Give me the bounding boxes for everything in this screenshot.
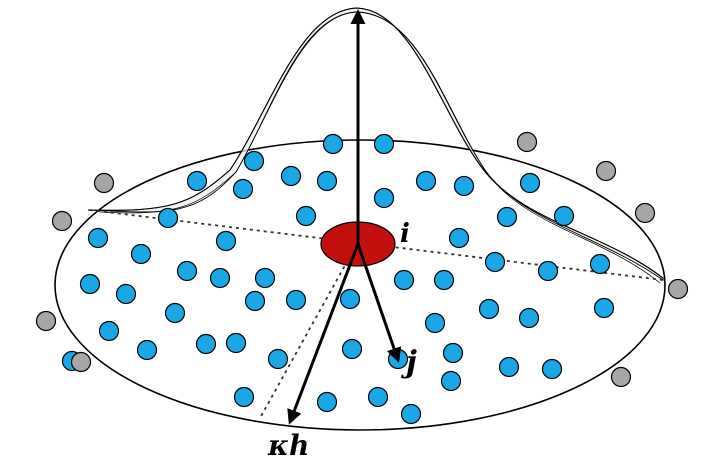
interior-particle [244, 290, 266, 312]
interior-particle [215, 230, 237, 252]
exterior-particle [51, 210, 73, 232]
exterior-particle [35, 310, 57, 332]
interior-particle [453, 175, 475, 197]
interior-particle [157, 207, 179, 229]
interior-particle [440, 370, 462, 392]
interior-particle [553, 205, 575, 227]
interior-particle [209, 267, 231, 289]
interior-particle [373, 133, 395, 155]
interior-particle [98, 320, 120, 342]
interior-particle [130, 243, 152, 265]
interior-particle [115, 283, 137, 305]
interior-particle [415, 170, 437, 192]
interior-particle [280, 165, 302, 187]
interior-particle [136, 339, 158, 361]
label-i: i [400, 219, 410, 249]
exterior-particles [35, 131, 689, 388]
exterior-particle [610, 366, 632, 388]
interior-particle [400, 403, 422, 425]
dashed-radius-line [259, 241, 359, 419]
support-domain-ellipse [54, 139, 666, 431]
interior-particle [593, 297, 615, 319]
interior-particle [285, 289, 307, 311]
exterior-particle [667, 278, 689, 300]
interior-particle [316, 170, 338, 192]
interior-particle [316, 391, 338, 413]
interior-particle [484, 251, 506, 273]
interior-particle [195, 333, 217, 355]
interior-particle [537, 260, 559, 282]
exterior-particle [70, 351, 92, 373]
interior-particle [478, 298, 500, 320]
support-radius-arrow [287, 243, 360, 425]
interior-particle [373, 187, 395, 209]
interior-particle [232, 178, 254, 200]
interior-particle [541, 358, 563, 380]
exterior-particle [595, 160, 617, 182]
interior-particle [267, 348, 289, 370]
interior-particle [339, 288, 361, 310]
interior-particle [367, 386, 389, 408]
interior-particle [519, 172, 541, 194]
interior-particle [233, 386, 255, 408]
interior-particle [496, 206, 518, 228]
exterior-particle [93, 172, 115, 194]
interior-particle [448, 227, 470, 249]
interior-particle [79, 273, 101, 295]
interior-particle [393, 269, 415, 291]
kernel-profile-front [87, 7, 664, 279]
interior-particle [176, 260, 198, 282]
exterior-particle [516, 131, 538, 153]
interior-particle [295, 205, 317, 227]
interior-particle [442, 342, 464, 364]
interior-particle [322, 133, 344, 155]
interior-particle [243, 150, 265, 172]
interior-particle [186, 170, 208, 192]
interior-particles [61, 133, 615, 425]
interior-particle [87, 227, 109, 249]
interior-particle [164, 302, 186, 324]
interior-particle [424, 312, 446, 334]
exterior-particle [634, 202, 656, 224]
interior-particle [341, 338, 363, 360]
label-kappa-h: κh [267, 429, 309, 462]
interior-particle [498, 356, 520, 378]
interior-particle [225, 332, 247, 354]
interior-particle [589, 253, 611, 275]
interior-particle [518, 307, 540, 329]
interior-particle [254, 267, 276, 289]
interior-particle [433, 269, 455, 291]
vector-to-neighbor-arrow [356, 243, 402, 363]
